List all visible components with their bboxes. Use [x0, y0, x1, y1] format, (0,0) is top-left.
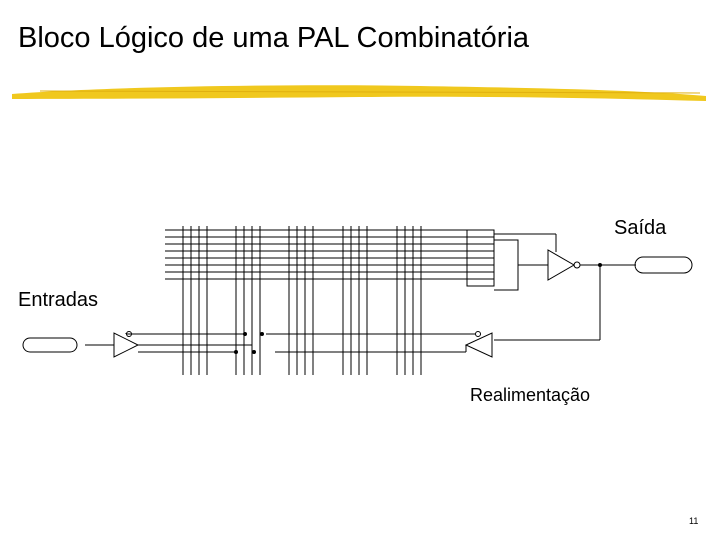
input-buffer-gate	[85, 331, 252, 358]
output-junction-dot	[598, 263, 602, 267]
input-junction-dots	[234, 332, 264, 354]
slide-title: Bloco Lógico de uma PAL Combinatória	[18, 22, 530, 54]
input-column-lines	[182, 226, 422, 375]
output-label: Saída	[614, 217, 667, 239]
feedback-buffer-gate	[266, 331, 493, 358]
or-gate	[466, 229, 519, 291]
product-term-lines	[165, 229, 467, 280]
input-label: Entradas	[18, 289, 99, 311]
output-pin	[634, 256, 693, 274]
feedback-label: Realimentação	[470, 385, 591, 405]
page-number: 11	[689, 516, 699, 526]
output-inverter-gate	[494, 233, 636, 341]
input-pin	[22, 337, 78, 353]
